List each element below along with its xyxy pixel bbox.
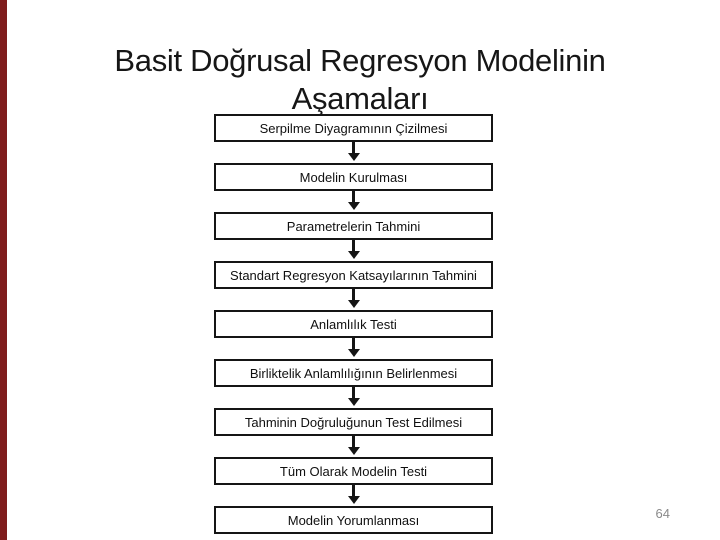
flow-step-1: Serpilme Diyagramının Çizilmesi <box>214 114 493 142</box>
down-arrow-icon <box>214 338 493 359</box>
arrow-shaft <box>352 436 355 448</box>
arrow-shaft <box>352 289 355 301</box>
arrow-head <box>347 251 360 259</box>
down-arrow-icon <box>214 387 493 408</box>
arrow-shaft <box>352 338 355 350</box>
flow-step-7: Tahminin Doğruluğunun Test Edilmesi <box>214 408 493 436</box>
arrow-shaft <box>352 191 355 203</box>
flow-step-3: Parametrelerin Tahmini <box>214 212 493 240</box>
flow-step-4: Standart Regresyon Katsayılarının Tahmin… <box>214 261 493 289</box>
arrow-head <box>347 447 360 455</box>
flow-step-5: Anlamlılık Testi <box>214 310 493 338</box>
page-title-line-1: Basit Doğrusal Regresyon Modelinin <box>114 43 606 78</box>
down-arrow-icon <box>214 485 493 506</box>
arrow-shaft <box>352 485 355 497</box>
arrow-shaft <box>352 387 355 399</box>
left-accent-bar <box>0 0 7 540</box>
flow-step-8: Tüm Olarak Modelin Testi <box>214 457 493 485</box>
flowchart: Serpilme Diyagramının Çizilmesi Modelin … <box>214 114 493 534</box>
page-number: 64 <box>655 506 670 521</box>
arrow-head <box>347 398 360 406</box>
page-title-line-2: Aşamaları <box>291 81 429 116</box>
down-arrow-icon <box>214 191 493 212</box>
down-arrow-icon <box>214 142 493 163</box>
down-arrow-icon <box>214 289 493 310</box>
flow-step-6: Birliktelik Anlamlılığının Belirlenmesi <box>214 359 493 387</box>
flow-step-9: Modelin Yorumlanması <box>214 506 493 534</box>
down-arrow-icon <box>214 240 493 261</box>
arrow-head <box>347 496 360 504</box>
down-arrow-icon <box>214 436 493 457</box>
arrow-shaft <box>352 142 355 154</box>
arrow-head <box>347 202 360 210</box>
arrow-shaft <box>352 240 355 252</box>
page-title: Basit Doğrusal Regresyon Modelinin Aşama… <box>0 42 720 118</box>
flow-step-2: Modelin Kurulması <box>214 163 493 191</box>
arrow-head <box>347 153 360 161</box>
arrow-head <box>347 300 360 308</box>
arrow-head <box>347 349 360 357</box>
